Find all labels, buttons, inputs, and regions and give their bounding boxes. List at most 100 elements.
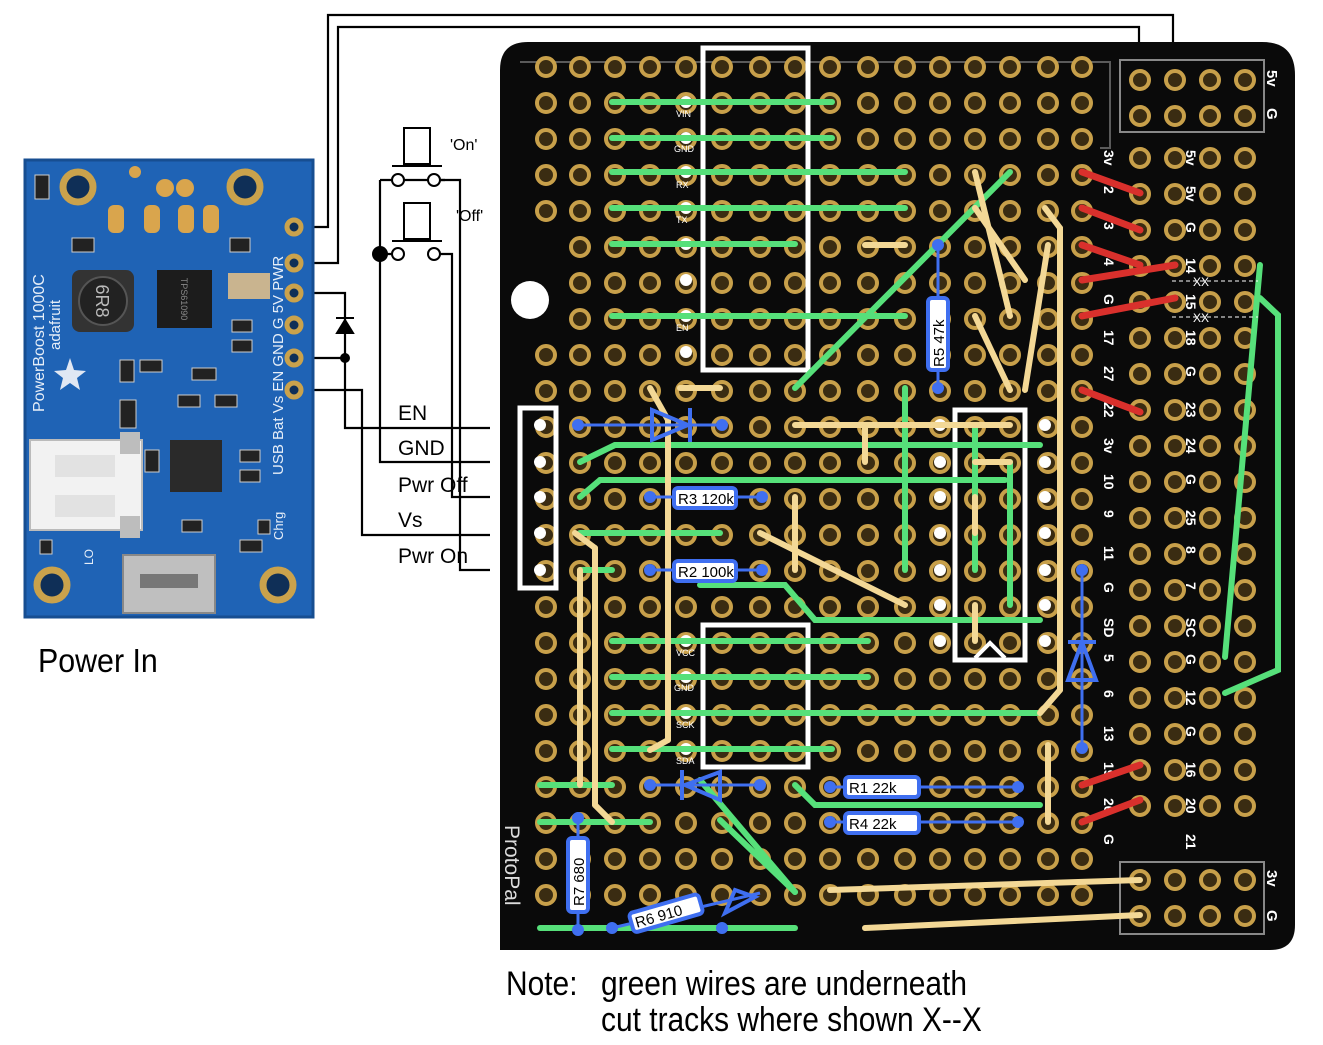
cut-mark-2: XX xyxy=(1193,311,1209,325)
resistor-r5: R5 47k xyxy=(926,296,950,372)
board-pad xyxy=(711,56,733,78)
pin-sda: SDA xyxy=(676,756,695,766)
header-pad xyxy=(1199,905,1221,927)
chip-text: TPS61090 xyxy=(179,278,189,321)
gpio-pad xyxy=(1199,651,1221,673)
board-pad xyxy=(535,668,557,690)
gpio-label-left: 4 xyxy=(1101,258,1117,266)
gpio-label-right: 23 xyxy=(1183,402,1199,418)
r4-label: R4 22k xyxy=(849,816,897,833)
board-pad xyxy=(999,740,1021,762)
pin-tx: TX xyxy=(676,215,688,225)
gpio-label-right: G xyxy=(1183,366,1199,377)
board-pad xyxy=(749,452,771,474)
gpio-label-left: SD xyxy=(1101,618,1117,637)
powerboost-module: 6R8 TPS61090 xyxy=(23,158,315,619)
gpio-label-right: G xyxy=(1183,222,1199,233)
board-pad xyxy=(569,380,591,402)
r5-label: R5 47k xyxy=(931,319,948,367)
gpio-pad xyxy=(1199,255,1221,277)
gpio-label-right: G xyxy=(1183,726,1199,737)
resistor-r7: R7 680 xyxy=(566,836,590,914)
note-line-1: Note:green wires are underneath xyxy=(506,966,982,1002)
pin-rx: RX xyxy=(676,180,689,190)
board-pad xyxy=(1071,488,1093,510)
header-pad xyxy=(1234,905,1256,927)
tan-wires xyxy=(572,169,1143,931)
module-silk-brand: adafruit xyxy=(47,299,64,350)
label-pwr-on: Pwr On xyxy=(398,545,468,568)
r1-label: R1 22k xyxy=(849,780,897,797)
gpio-label-left: G xyxy=(1101,294,1117,305)
resistor-r4: R4 22k xyxy=(843,811,921,835)
board-pad xyxy=(569,164,591,186)
top-power-header xyxy=(1119,59,1265,133)
pin-gnd: GND xyxy=(674,144,695,154)
board-pad xyxy=(569,128,591,150)
board-pad xyxy=(604,272,626,294)
board-pad xyxy=(929,56,951,78)
gpio-pad xyxy=(1199,507,1221,529)
gpio-pad xyxy=(1234,759,1256,781)
gpio-label-left: 2 xyxy=(1101,186,1117,194)
ic-pin-dot xyxy=(1039,599,1051,611)
gpio-pad xyxy=(1199,327,1221,349)
gpio-pad xyxy=(1234,615,1256,637)
board-pad xyxy=(1071,56,1093,78)
board-pad xyxy=(894,56,916,78)
board-pad xyxy=(1037,668,1059,690)
board-pad xyxy=(604,884,626,906)
gpio-pad xyxy=(1164,219,1186,241)
gpio-pad xyxy=(1199,615,1221,637)
board-pad xyxy=(569,272,591,294)
board-pad xyxy=(749,812,771,834)
board-pad xyxy=(711,344,733,366)
board-pad xyxy=(857,56,879,78)
cut-mark-1: XX xyxy=(1193,275,1209,289)
board-pad xyxy=(857,740,879,762)
r2-label: R2 100k xyxy=(678,564,734,581)
resistor-r3: R3 120k xyxy=(672,486,738,510)
gpio-pad xyxy=(1199,183,1221,205)
connector-pin-dot xyxy=(534,491,546,503)
board-pad xyxy=(675,596,697,618)
r7-label: R7 680 xyxy=(571,858,588,906)
board-pad xyxy=(604,452,626,474)
connector-labels: EN GND Pwr Off Vs Pwr On xyxy=(398,402,468,568)
board-pad xyxy=(857,848,879,870)
board-pad xyxy=(819,848,841,870)
header-3v-label: 3v xyxy=(1263,870,1280,887)
gpio-label-left: 6 xyxy=(1101,690,1117,698)
gpio-label-left: 22 xyxy=(1101,402,1117,418)
board-pad xyxy=(964,884,986,906)
gpio-label-right: 12 xyxy=(1183,690,1199,706)
board-pad xyxy=(819,380,841,402)
gpio-pad xyxy=(1129,507,1151,529)
gpio-label-right: 14 xyxy=(1183,258,1199,274)
board-pad xyxy=(711,272,733,294)
gpio-pad xyxy=(1199,795,1221,817)
board-pad xyxy=(964,128,986,150)
gpio-pad xyxy=(1199,291,1221,313)
board-pad xyxy=(894,632,916,654)
gpio-label-right: 15 xyxy=(1183,294,1199,310)
board-pad xyxy=(964,236,986,258)
board-pad xyxy=(1037,884,1059,906)
board-pad xyxy=(1037,380,1059,402)
board-pad xyxy=(964,668,986,690)
board-pad xyxy=(535,704,557,726)
board-pad xyxy=(894,344,916,366)
red-wires xyxy=(1078,168,1179,826)
gpio-label-right: 5v xyxy=(1183,186,1199,202)
board-pad xyxy=(569,236,591,258)
board-pad xyxy=(819,596,841,618)
gpio-pad xyxy=(1129,471,1151,493)
board-pad xyxy=(929,668,951,690)
board-pad xyxy=(929,848,951,870)
gpio-label-right: 18 xyxy=(1183,330,1199,346)
board-pad xyxy=(604,380,626,402)
label-en: EN xyxy=(398,402,427,425)
board-pad xyxy=(1037,164,1059,186)
board-pad xyxy=(819,488,841,510)
